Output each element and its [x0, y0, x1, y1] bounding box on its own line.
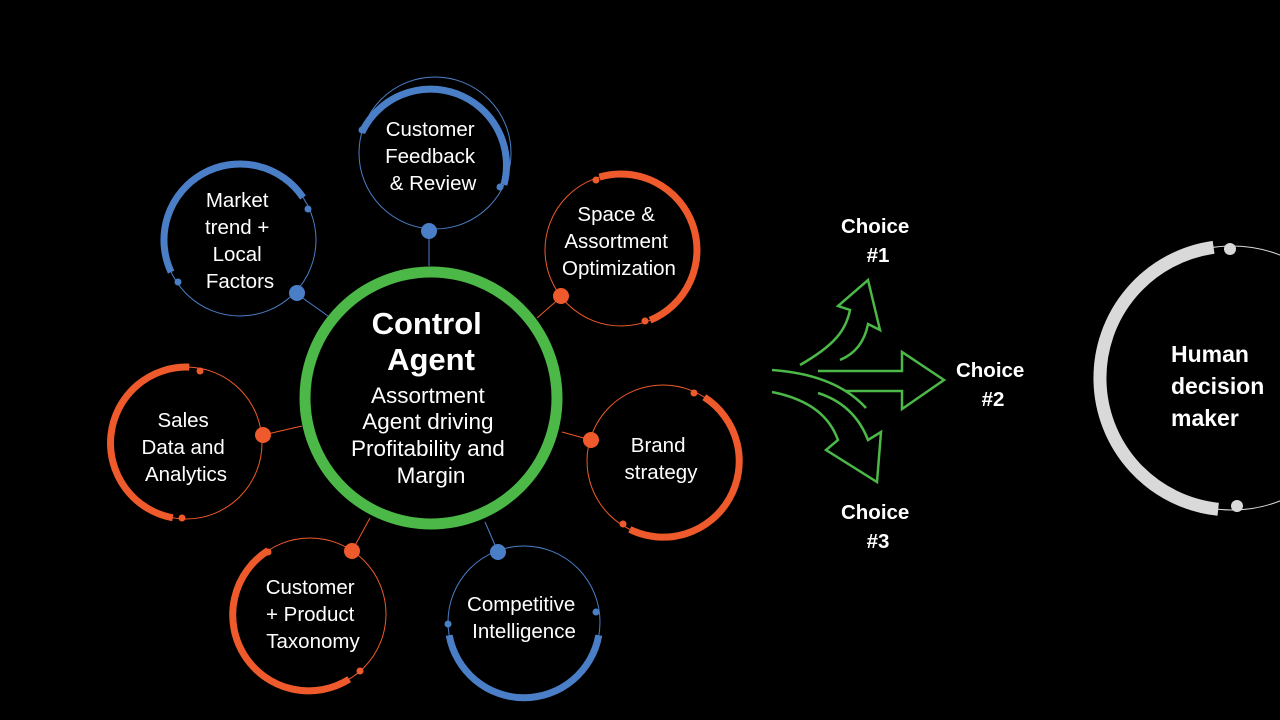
control-agent-title-line-1: Control	[372, 306, 482, 341]
brand-strategy-label: Brand strategy	[625, 434, 699, 484]
competitive-intel-endcap-2	[444, 620, 452, 628]
brand-strategy-label-line-1: Brand	[631, 434, 686, 457]
choice-arrows	[771, 277, 947, 485]
arrow-choice-1	[799, 277, 882, 367]
brand-strategy-endcap-1	[690, 389, 698, 397]
choice-1-label: Choice #1	[841, 215, 915, 267]
market-trend-arc	[160, 160, 306, 274]
choice-3-line-2: #3	[867, 530, 890, 553]
competitive-intel-dot	[490, 544, 506, 560]
market-trend-label-line-4: Factors	[206, 270, 274, 293]
brand-strategy-dot	[583, 432, 599, 448]
market-trend-label-line-1: Market	[206, 189, 269, 212]
arrow-choice-2	[818, 349, 947, 412]
choice-2-line-1: Choice	[956, 359, 1024, 382]
customer-feedback-label-line-3: & Review	[390, 172, 477, 195]
competitive-intel-node: Competitive Intelligence	[444, 544, 603, 702]
human-endcap-1	[1224, 243, 1236, 255]
space-assortment-endcap-2	[641, 317, 649, 325]
sales-data-label-line-1: Sales	[158, 409, 209, 432]
space-assortment-arc	[598, 170, 701, 324]
taxonomy-arc	[229, 547, 352, 695]
brand-strategy-arc	[628, 394, 743, 541]
control-agent-subtitle-line-3: Profitability and	[351, 436, 505, 461]
market-trend-label-line-3: Local	[213, 243, 262, 266]
human-label-line-2: decision	[1171, 373, 1264, 399]
customer-feedback-label-line-2: Feedback	[385, 145, 476, 168]
customer-feedback-endcap-2	[496, 183, 504, 191]
control-agent-subtitle: Assortment Agent driving Profitability a…	[351, 383, 511, 488]
sales-data-dot	[255, 427, 271, 443]
market-trend-dot	[289, 285, 305, 301]
choice-labels: Choice #1 Choice #2 Choice #3	[841, 215, 1030, 553]
human-endcap-2	[1231, 500, 1243, 512]
choice-1-line-2: #1	[867, 244, 890, 267]
customer-feedback-endcap-1	[358, 126, 366, 134]
sales-data-endcap-1	[196, 367, 204, 375]
taxonomy-label-line-3: Taxonomy	[266, 630, 360, 653]
control-agent-subtitle-line-2: Agent driving	[362, 409, 493, 434]
human-arc	[1093, 240, 1219, 516]
sales-data-label-line-2: Data and	[142, 436, 225, 459]
customer-feedback-arc	[358, 85, 510, 186]
sales-data-arc	[107, 363, 190, 522]
control-agent-title-line-2: Agent	[387, 342, 475, 377]
human-decision-label: Human decision maker	[1171, 341, 1271, 431]
competitive-intel-arc	[445, 634, 603, 702]
brand-strategy-endcap-2	[619, 520, 627, 528]
competitive-intel-label-line-1: Competitive	[467, 593, 575, 616]
taxonomy-label-line-1: Customer	[266, 576, 355, 599]
space-assortment-dot	[553, 288, 569, 304]
human-decision-node: Human decision maker	[1093, 240, 1280, 516]
sales-data-endcap-2	[178, 514, 186, 522]
brand-strategy-node: Brand strategy	[583, 384, 743, 541]
choice-3-label: Choice #3	[841, 501, 915, 553]
customer-feedback-node: Customer Feedback & Review	[358, 76, 512, 239]
arrow-choice-3	[771, 390, 883, 485]
sales-data-label: Sales Data and Analytics	[142, 409, 231, 486]
choice-2-label: Choice #2	[956, 359, 1030, 411]
competitive-intel-label: Competitive Intelligence	[467, 593, 581, 643]
choice-2-line-2: #2	[982, 388, 1005, 411]
space-assortment-node: Space & Assortment Optimization	[544, 170, 701, 327]
choice-1-line-1: Choice	[841, 215, 909, 238]
sales-data-node: Sales Data and Analytics	[107, 363, 271, 522]
market-trend-endcap-1	[304, 205, 312, 213]
choice-3-line-1: Choice	[841, 501, 909, 524]
arrow-choice-2-tail	[771, 368, 867, 409]
space-assortment-label-line-1: Space &	[577, 203, 655, 226]
taxonomy-node: Customer + Product Taxonomy	[229, 537, 387, 695]
control-agent-node: Control Agent Assortment Agent driving P…	[299, 266, 563, 530]
taxonomy-endcap-2	[356, 667, 364, 675]
taxonomy-label: Customer + Product Taxonomy	[266, 576, 361, 653]
taxonomy-endcap-1	[264, 548, 272, 556]
space-assortment-endcap-1	[592, 176, 600, 184]
human-label-line-3: maker	[1171, 405, 1239, 431]
space-assortment-label-line-3: Optimization	[562, 257, 676, 280]
taxonomy-dot	[344, 543, 360, 559]
market-trend-node: Market trend + Local Factors	[160, 160, 317, 317]
space-assortment-label: Space & Assortment Optimization	[562, 203, 676, 280]
market-trend-label: Market trend + Local Factors	[205, 189, 275, 293]
customer-feedback-label: Customer Feedback & Review	[385, 118, 481, 195]
control-agent-subtitle-line-4: Margin	[397, 463, 466, 488]
control-agent-subtitle-line-1: Assortment	[371, 383, 486, 408]
customer-feedback-dot	[421, 223, 437, 239]
customer-feedback-label-line-1: Customer	[386, 118, 475, 141]
taxonomy-label-line-2: + Product	[266, 603, 355, 626]
human-label-line-1: Human	[1171, 341, 1249, 367]
market-trend-endcap-2	[174, 278, 182, 286]
brand-strategy-label-line-2: strategy	[625, 461, 699, 484]
competitive-intel-endcap-1	[592, 608, 600, 616]
control-agent-title: Control Agent	[372, 306, 491, 377]
space-assortment-label-line-2: Assortment	[564, 230, 668, 253]
sales-data-label-line-3: Analytics	[145, 463, 227, 486]
competitive-intel-label-line-2: Intelligence	[472, 620, 576, 643]
market-trend-label-line-2: trend +	[205, 216, 269, 239]
control-agent-ring	[299, 266, 563, 530]
